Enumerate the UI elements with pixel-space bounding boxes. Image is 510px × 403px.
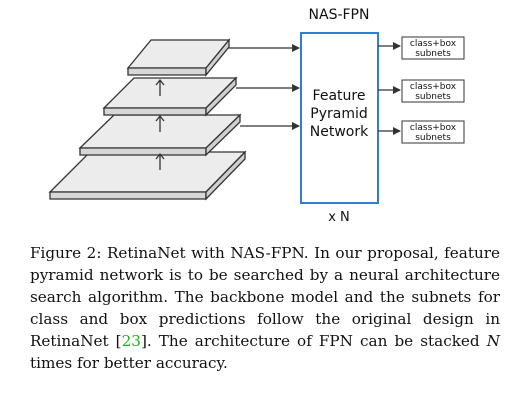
fpn-to-subnet-arrows xyxy=(378,42,401,135)
subnet-box-2: class+box subnets xyxy=(401,79,465,103)
subnet-3-line-2: subnets xyxy=(415,133,451,143)
caption-text-continued: ]. The architecture of FPN can be stacke… xyxy=(140,332,487,350)
backbone-layer-2 xyxy=(102,76,238,117)
backbone-layer-1 xyxy=(126,38,231,77)
caption-label: Figure 2: xyxy=(30,244,102,262)
citation-link[interactable]: 23 xyxy=(121,332,141,350)
subnet-1-line-1: class+box xyxy=(410,39,457,49)
nas-fpn-diagram: NAS-FPN Feature Pyramid Network x N clas… xyxy=(48,7,465,225)
subnet-2-line-2: subnets xyxy=(415,92,451,102)
repeat-label: x N xyxy=(328,210,350,225)
fpn-title: NAS-FPN xyxy=(309,7,370,23)
subnet-box-3: class+box subnets xyxy=(401,120,465,144)
subnet-box-1: class+box subnets xyxy=(401,36,465,60)
subnet-3-line-1: class+box xyxy=(410,123,457,133)
fpn-box xyxy=(300,32,379,204)
backbone-to-fpn-arrows xyxy=(228,44,300,130)
figure-caption: Figure 2: RetinaNet with NAS-FPN. In our… xyxy=(30,242,500,374)
upward-arrows xyxy=(155,78,165,170)
backbone-layer-4 xyxy=(48,150,247,201)
fpn-box-line-1: Feature xyxy=(313,88,366,104)
fpn-box-line-3: Network xyxy=(310,124,369,140)
caption-text-end: times for better accuracy. xyxy=(30,354,228,372)
caption-variable-n: N xyxy=(486,332,501,350)
fpn-box-line-2: Pyramid xyxy=(310,106,367,122)
subnet-2-line-1: class+box xyxy=(410,82,457,92)
subnet-1-line-2: subnets xyxy=(415,49,451,59)
caption-text: RetinaNet with NAS-FPN. In our proposal,… xyxy=(30,244,500,350)
